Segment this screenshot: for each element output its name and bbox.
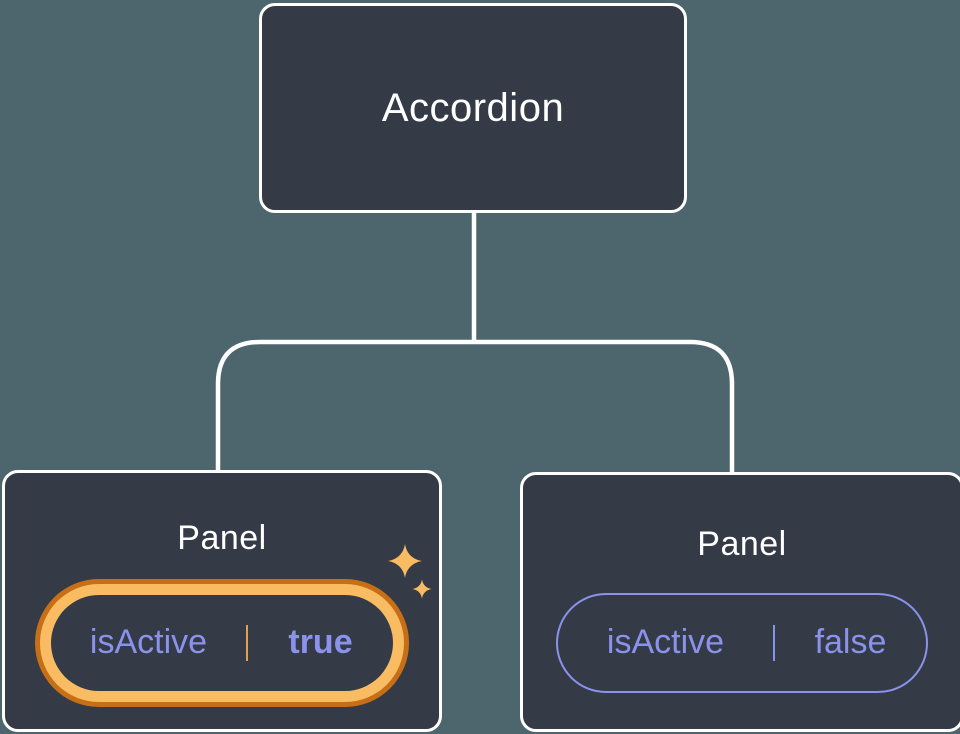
node-panel-inactive: Panel isActive false — [520, 472, 960, 732]
state-value: false — [773, 625, 926, 661]
state-pill-inactive: isActive false — [556, 593, 928, 693]
branch-line — [215, 339, 735, 472]
panel-label: Panel — [177, 519, 267, 557]
state-key: isActive — [606, 623, 725, 661]
node-accordion: Accordion — [259, 3, 687, 213]
sparkle-large — [388, 544, 422, 578]
panel-label: Panel — [697, 525, 787, 563]
sparkle-small — [412, 579, 432, 599]
state-pill-active: isActive true — [51, 595, 393, 691]
node-panel-active: Panel isActive true — [2, 470, 442, 732]
state-key: isActive — [89, 623, 208, 661]
accordion-label: Accordion — [381, 85, 565, 130]
state-value: true — [246, 625, 393, 661]
sparkles-icon — [388, 544, 432, 599]
